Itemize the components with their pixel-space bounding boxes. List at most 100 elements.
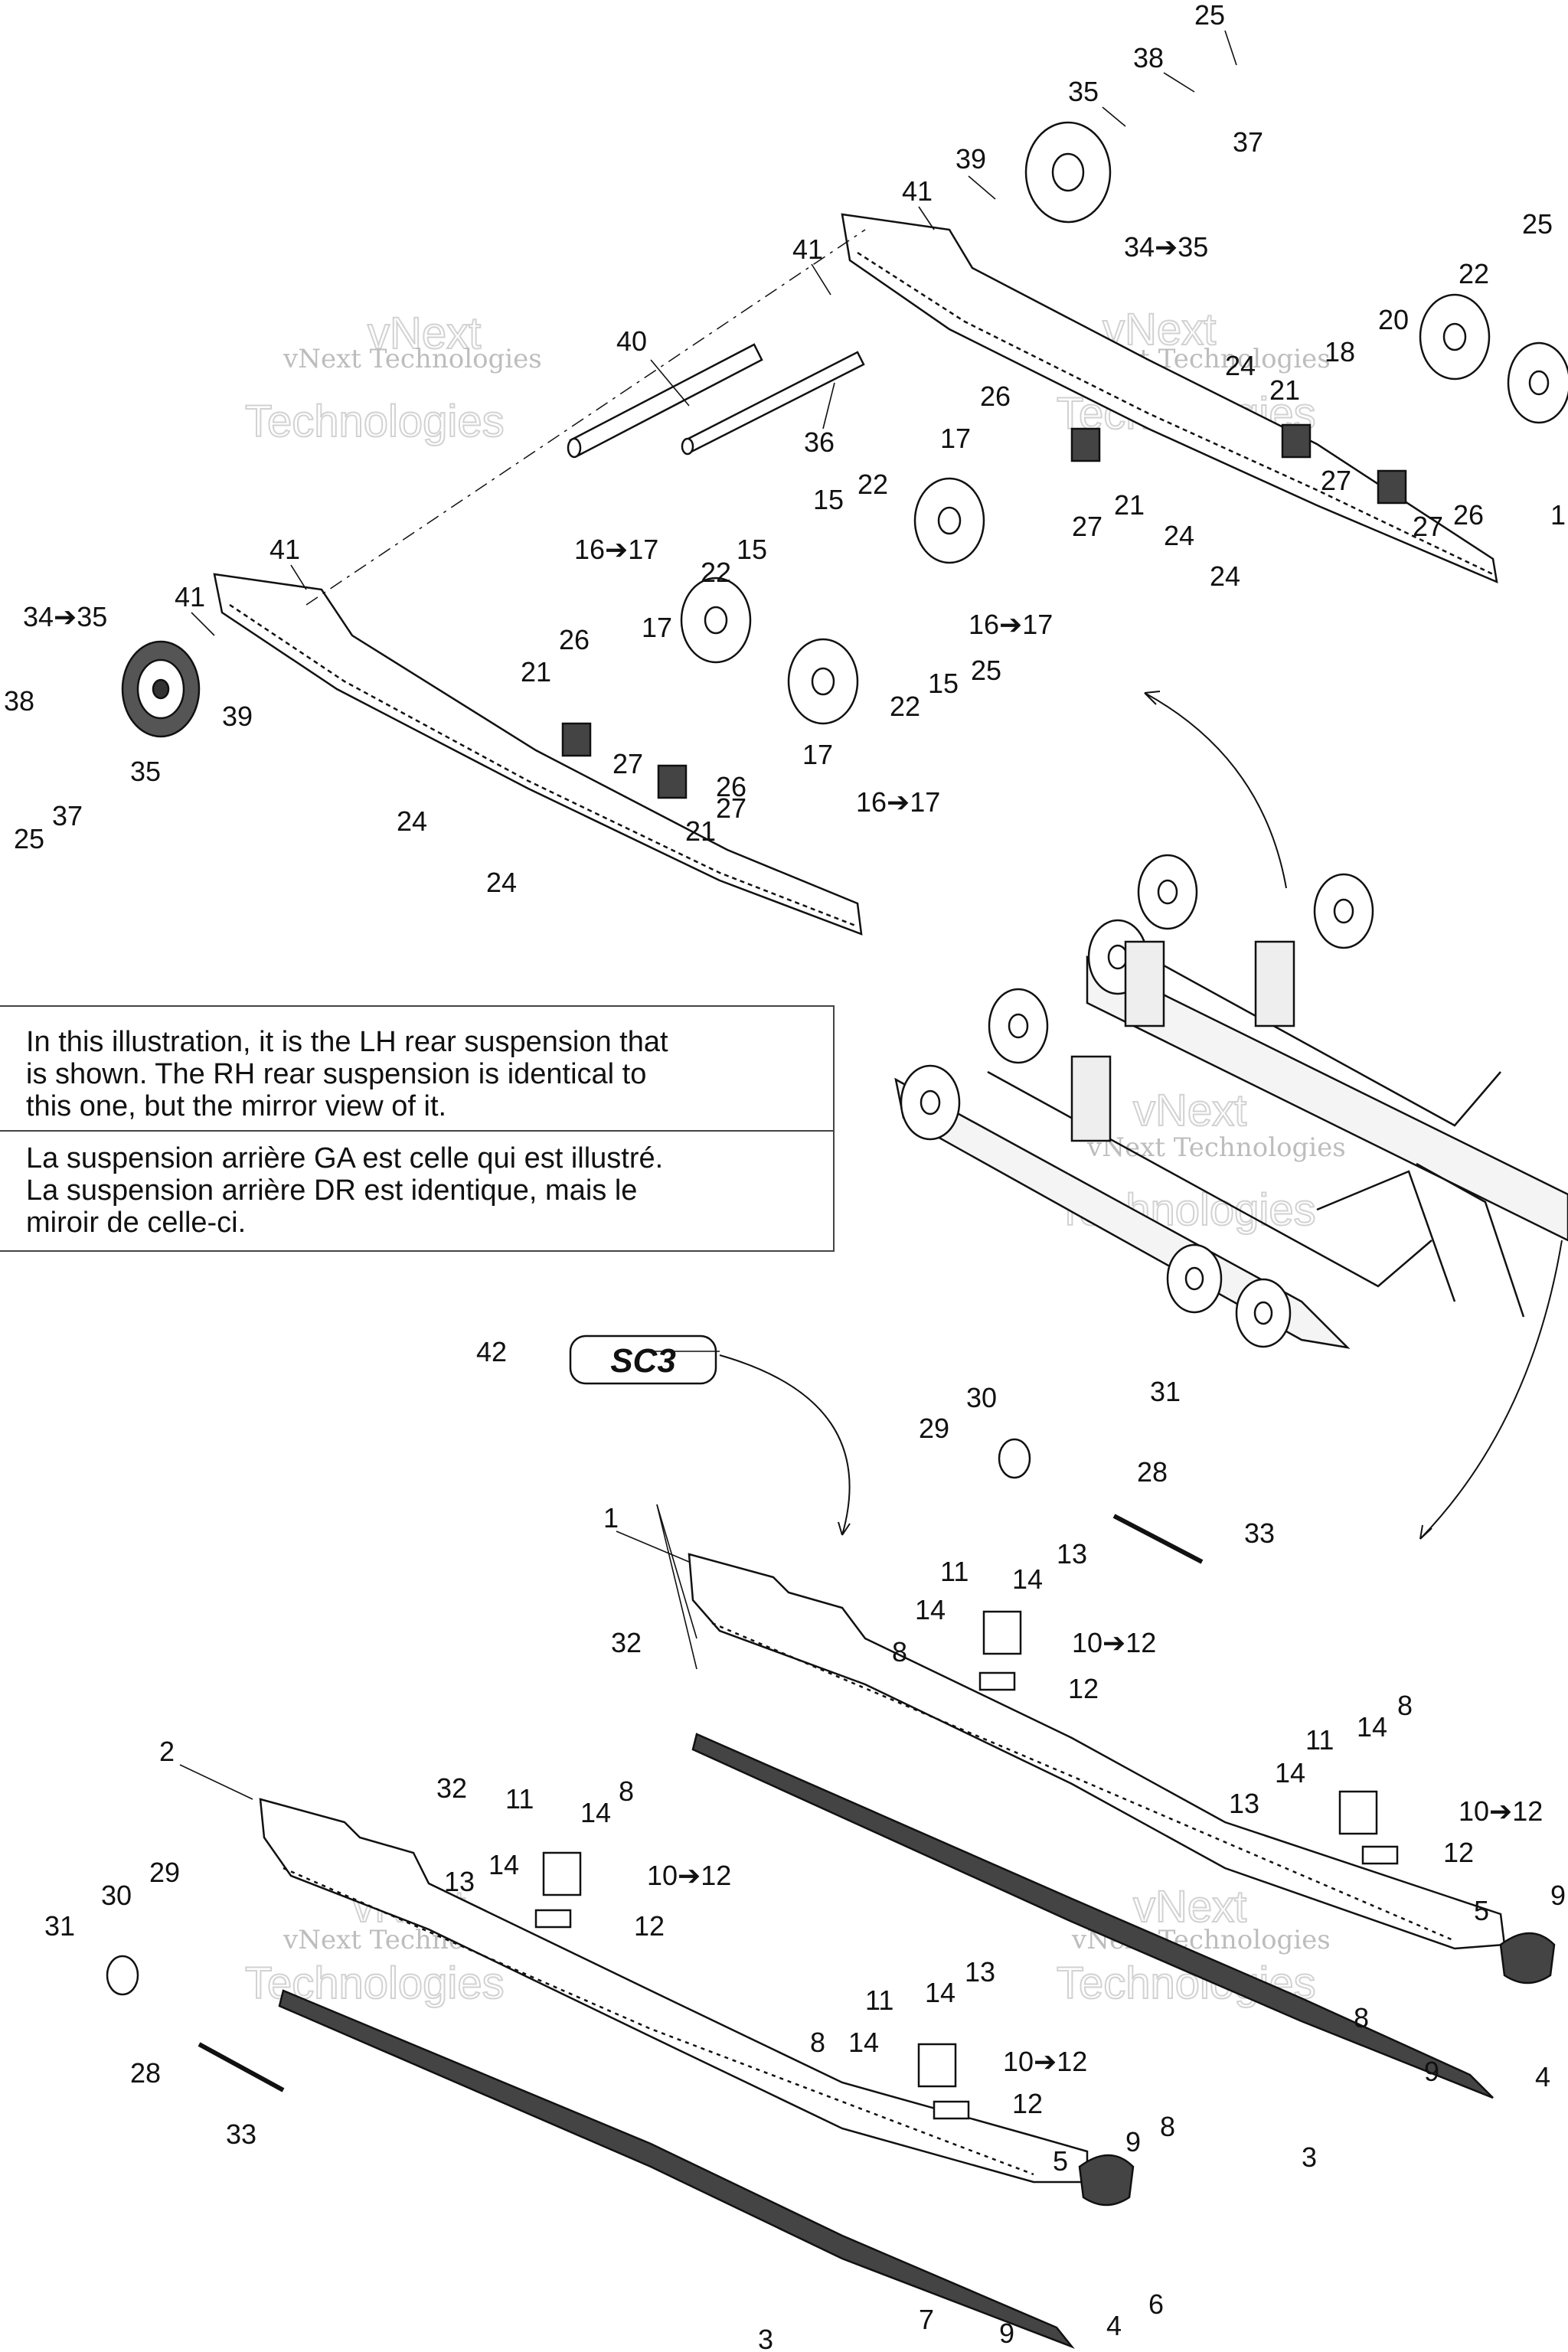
- callout-8: 8: [1354, 2002, 1369, 2034]
- callout-14: 14: [848, 2027, 879, 2058]
- watermark-tech-1: Technologies: [245, 397, 505, 446]
- callout-21: 21: [521, 656, 551, 688]
- rear-idler-wheel-left: [121, 640, 201, 738]
- callout-21: 21: [1114, 489, 1145, 521]
- callout-17: 17: [802, 739, 833, 770]
- callout-37: 37: [52, 800, 83, 831]
- callout-9: 9: [1550, 1880, 1566, 1911]
- callout-26: 26: [980, 381, 1011, 412]
- wear-strip-3-left: [278, 1989, 1075, 2349]
- callout-24: 24: [1210, 560, 1240, 592]
- callout-8: 8: [619, 1775, 634, 1807]
- callout-26: 26: [559, 624, 590, 655]
- callout-25: 25: [1522, 208, 1553, 240]
- watermark-text-1: vNext Technologies: [283, 344, 542, 374]
- callout-27: 27: [1072, 511, 1102, 542]
- callout-31: 31: [1150, 1376, 1181, 1407]
- callout-16-17: 16➔17: [969, 609, 1053, 640]
- callout-10-12: 10➔12: [1459, 1795, 1543, 1827]
- sc3-logo-text: SC3: [610, 1342, 676, 1380]
- wear-strip-3-right: [691, 1733, 1494, 2099]
- callout-11: 11: [1305, 1724, 1334, 1756]
- callout-14: 14: [1012, 1563, 1043, 1595]
- callout-38: 38: [1133, 42, 1164, 74]
- upper-left-rail: [213, 573, 863, 936]
- sc3-logo: SC3: [569, 1334, 717, 1385]
- callout-27: 27: [1321, 465, 1351, 496]
- callout-8: 8: [810, 2027, 825, 2058]
- callout-34-35: 34➔35: [1124, 231, 1208, 263]
- callout-25: 25: [1194, 0, 1225, 31]
- callout-13: 13: [1229, 1788, 1259, 1819]
- callout-8: 8: [1397, 1690, 1413, 1721]
- callout-24: 24: [1164, 520, 1194, 551]
- callout-14: 14: [915, 1594, 946, 1625]
- watermark-vnext-3: vNext: [1133, 1086, 1246, 1135]
- callout-18: 18: [1325, 336, 1355, 368]
- callout-40: 40: [616, 325, 647, 357]
- callout-9: 9: [1424, 2056, 1439, 2087]
- callout-13: 13: [965, 1956, 995, 1988]
- assembled-suspension-view: [894, 854, 1568, 1349]
- callout-35: 35: [130, 756, 161, 787]
- note-divider: [0, 1130, 835, 1132]
- callout-5: 5: [1053, 2145, 1068, 2177]
- callout-21: 21: [685, 815, 716, 847]
- callout-41: 41: [270, 534, 300, 565]
- callout-15: 15: [737, 534, 767, 565]
- callout-24: 24: [1225, 350, 1256, 381]
- callout-39: 39: [222, 701, 253, 732]
- callout-39: 39: [956, 143, 986, 175]
- callout-12: 12: [1068, 1673, 1099, 1704]
- callout-12: 12: [1443, 1837, 1474, 1868]
- callout-37: 37: [1233, 126, 1263, 158]
- callout-16-17: 16➔17: [856, 786, 940, 818]
- callout-5: 5: [1474, 1895, 1489, 1926]
- callout-41: 41: [175, 581, 205, 612]
- callout-4: 4: [1535, 2061, 1550, 2092]
- callout-33: 33: [1244, 1517, 1275, 1549]
- callout-31: 31: [44, 1910, 75, 1942]
- callout-12: 12: [1012, 2088, 1043, 2119]
- leader-lines: [179, 30, 1237, 1800]
- callout-42: 42: [476, 1336, 507, 1367]
- callout-10-12: 10➔12: [647, 1860, 731, 1891]
- callout-27: 27: [612, 748, 643, 779]
- callout-11: 11: [865, 1984, 893, 2016]
- callout-13: 13: [444, 1866, 475, 1897]
- lower-rails: SC3: [106, 1334, 1556, 2349]
- callout-14: 14: [1357, 1711, 1387, 1743]
- upper-right-rail: [841, 213, 1498, 584]
- callout-22: 22: [701, 557, 731, 588]
- note-english: In this illustration, it is the LH rear …: [26, 1026, 668, 1122]
- callout-41: 41: [902, 175, 933, 207]
- callout-1: 1: [1550, 499, 1566, 531]
- callout-8: 8: [892, 1636, 907, 1668]
- callout-4: 4: [1106, 2310, 1122, 2341]
- callout-10-12: 10➔12: [1003, 2046, 1087, 2077]
- callout-29: 29: [149, 1857, 180, 1888]
- watermark-vnext-5: vNext: [1133, 1882, 1246, 1932]
- callout-9: 9: [999, 2318, 1014, 2349]
- watermark-vnext-1: vNext: [368, 309, 481, 358]
- callout-3: 3: [1302, 2141, 1317, 2173]
- callout-14: 14: [488, 1849, 519, 1880]
- callout-9: 9: [1125, 2126, 1141, 2158]
- callout-24: 24: [486, 867, 517, 898]
- slide-rail-2: [259, 1798, 1089, 2184]
- callout-30: 30: [966, 1382, 997, 1413]
- callout-34-35: 34➔35: [23, 601, 107, 632]
- callout-25: 25: [971, 655, 1001, 686]
- callout-27: 27: [1413, 511, 1443, 542]
- callout-32: 32: [436, 1772, 467, 1804]
- upper-exploded-view: [121, 121, 1568, 936]
- callout-10-12: 10➔12: [1072, 1627, 1156, 1658]
- callout-13: 13: [1057, 1538, 1087, 1570]
- callout-32: 32: [611, 1627, 642, 1658]
- watermark-text-3: vNext Technologies: [1086, 1132, 1346, 1163]
- connector-arrows: [719, 691, 1563, 1540]
- callout-11: 11: [940, 1556, 969, 1587]
- callout-27: 27: [716, 792, 746, 824]
- callout-41: 41: [792, 234, 823, 265]
